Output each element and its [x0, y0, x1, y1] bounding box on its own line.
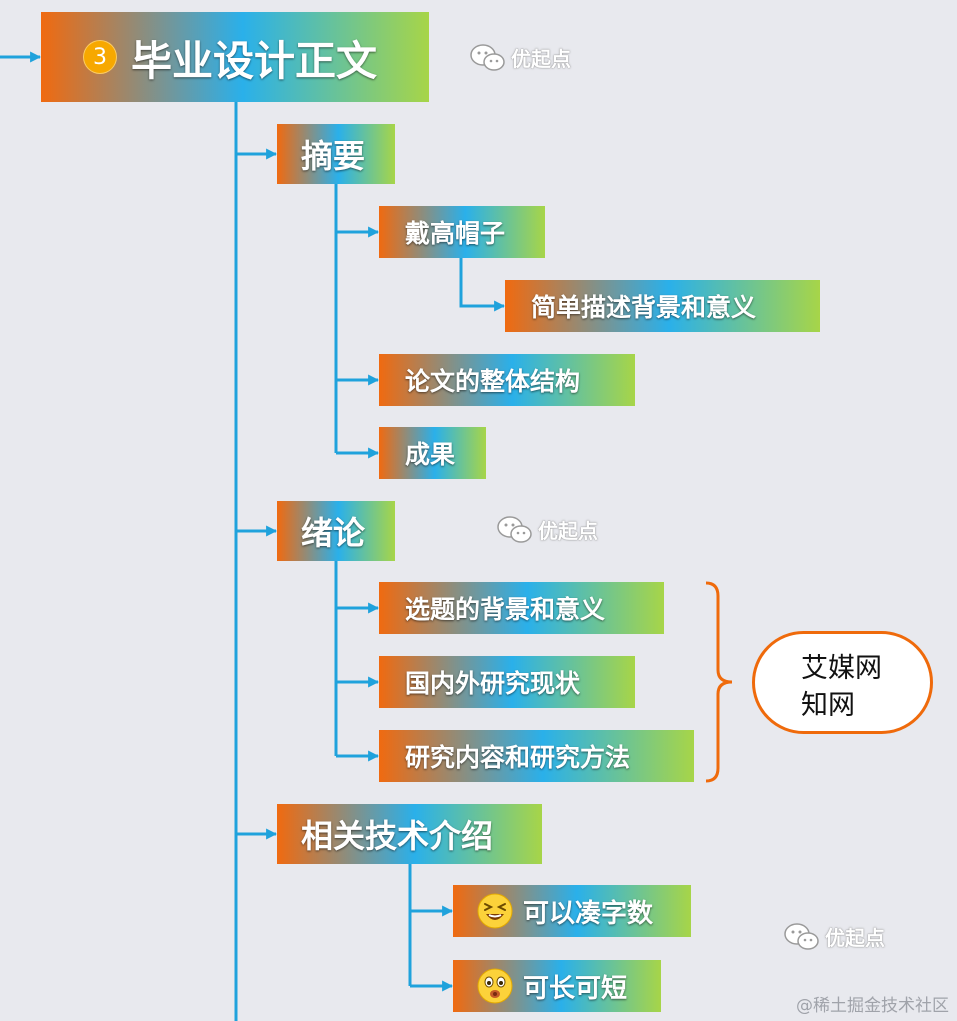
node-word-count[interactable]: 可以凑字数 — [453, 885, 691, 937]
node-label: 选题的背景和意义 — [405, 595, 606, 624]
node-label: 可长可短 — [523, 973, 628, 1004]
node-results[interactable]: 成果 — [379, 427, 486, 479]
arrow-to-background — [459, 258, 506, 312]
node-length[interactable]: 可长可短 — [453, 960, 661, 1012]
node-thesis-structure[interactable]: 论文的整体结构 — [379, 354, 635, 406]
node-introduction[interactable]: 绪论 — [277, 501, 395, 561]
site-watermark: @稀土掘金技术社区 — [796, 996, 949, 1016]
node-label: 可以凑字数 — [523, 898, 654, 929]
watermark-text: 优起点 — [538, 519, 598, 543]
watermark-text: 优起点 — [825, 926, 885, 950]
root-node[interactable]: 3 毕业设计正文 — [41, 12, 429, 102]
wechat-icon — [497, 515, 532, 543]
watermark: 优起点 — [497, 515, 598, 544]
node-compliment[interactable]: 戴高帽子 — [379, 206, 545, 258]
callout-line: 知网 — [801, 690, 855, 720]
node-abstract[interactable]: 摘要 — [277, 124, 395, 184]
node-topic-background[interactable]: 选题的背景和意义 — [379, 582, 664, 634]
number-badge: 3 — [83, 40, 117, 74]
root-label: 毕业设计正文 — [131, 37, 377, 85]
node-label: 国内外研究现状 — [405, 669, 581, 698]
wechat-icon — [470, 43, 505, 71]
node-label: 摘要 — [301, 137, 366, 175]
node-label: 绪论 — [301, 514, 366, 552]
source-callout: 艾媒网 知网 — [752, 631, 933, 734]
node-label: 论文的整体结构 — [405, 367, 581, 396]
callout-line: 艾媒网 — [801, 653, 882, 683]
node-label: 成果 — [405, 440, 456, 469]
watermark: 优起点 — [470, 43, 571, 72]
laughing-face-icon — [477, 893, 513, 929]
node-background-description[interactable]: 简单描述背景和意义 — [505, 280, 820, 332]
node-label: 简单描述背景和意义 — [531, 293, 757, 322]
node-label: 戴高帽子 — [405, 219, 506, 248]
node-related-tech[interactable]: 相关技术介绍 — [277, 804, 542, 864]
surprised-face-icon — [477, 968, 513, 1004]
node-research-methods[interactable]: 研究内容和研究方法 — [379, 730, 694, 782]
node-label: 研究内容和研究方法 — [405, 743, 631, 772]
watermark: 优起点 — [784, 922, 885, 951]
curly-brace — [705, 581, 733, 783]
wechat-icon — [784, 922, 819, 950]
node-label: 相关技术介绍 — [301, 817, 494, 855]
node-research-status[interactable]: 国内外研究现状 — [379, 656, 635, 708]
watermark-text: 优起点 — [511, 47, 571, 71]
